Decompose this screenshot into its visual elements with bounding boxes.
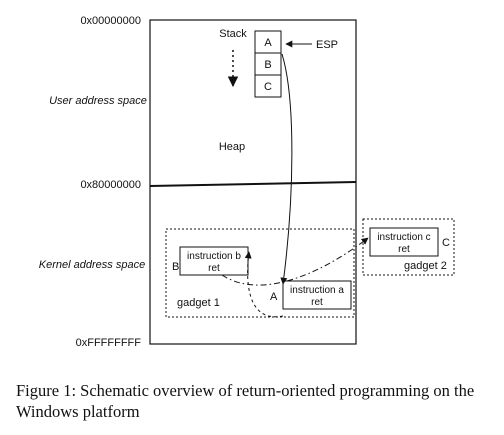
instruction-c-line1: instruction c [377, 232, 430, 243]
stack-to-instruction-a-arrow [280, 53, 293, 285]
stack-cell-b-label: B [264, 59, 271, 71]
instruction-c-line2: ret [398, 244, 410, 255]
instruction-c-box [369, 227, 439, 257]
address-bottom-label: 0xFFFFFFFF [76, 337, 142, 349]
marker-b: B [172, 261, 179, 273]
figure-caption: Figure 1: Schematic overview of return-o… [16, 381, 475, 421]
stack-cell-c: C [254, 74, 282, 98]
esp-label: ESP [316, 39, 338, 51]
gadget-2-label: gadget 2 [404, 260, 447, 272]
marker-a: A [270, 291, 278, 303]
instruction-b-line2: ret [208, 263, 220, 274]
stack-cell-a-label: A [264, 37, 272, 49]
rop-diagram: 0x00000000 0x80000000 0xFFFFFFFF User ad… [39, 15, 455, 349]
instruction-b-box [179, 246, 249, 276]
address-top-label: 0x00000000 [80, 15, 141, 27]
kernel-boundary-line [149, 181, 357, 187]
instruction-a-line2: ret [311, 297, 323, 308]
marker-c: C [442, 237, 450, 249]
stack-cell-c-label: C [264, 81, 272, 93]
user-space-label: User address space [49, 95, 147, 107]
ret-to-instruction-c-arrow [221, 237, 369, 286]
gadget-1-container [165, 228, 355, 318]
ret-to-instruction-b-arrow [244, 251, 284, 318]
kernel-space-label: Kernel address space [39, 259, 145, 271]
stack-cell-b: B [254, 52, 282, 76]
gadget-1-label: gadget 1 [177, 297, 220, 309]
stack-cell-a: A [254, 30, 282, 54]
gadget-2-container [362, 218, 455, 276]
instruction-b-line1: instruction b [187, 251, 241, 262]
stack-label: Stack [219, 28, 247, 40]
heap-label: Heap [219, 141, 245, 153]
instruction-a-line1: instruction a [290, 285, 344, 296]
instruction-a-box [282, 280, 352, 310]
address-middle-label: 0x80000000 [80, 179, 141, 191]
